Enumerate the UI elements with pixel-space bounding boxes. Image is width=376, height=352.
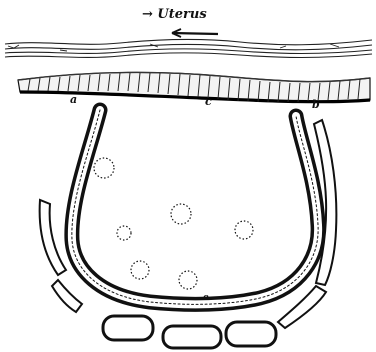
label-b: b: [312, 98, 320, 111]
bottom-cells: [103, 316, 276, 348]
header-label: → Uterus: [142, 7, 207, 22]
direction-arrow: [172, 33, 218, 34]
label-a: a: [70, 93, 77, 106]
cup-wall: [72, 110, 318, 304]
label-e: e: [203, 293, 209, 303]
label-c: c: [205, 95, 212, 108]
upper-tissue-layers: [5, 39, 372, 57]
dotted-nuclei: [94, 158, 253, 289]
